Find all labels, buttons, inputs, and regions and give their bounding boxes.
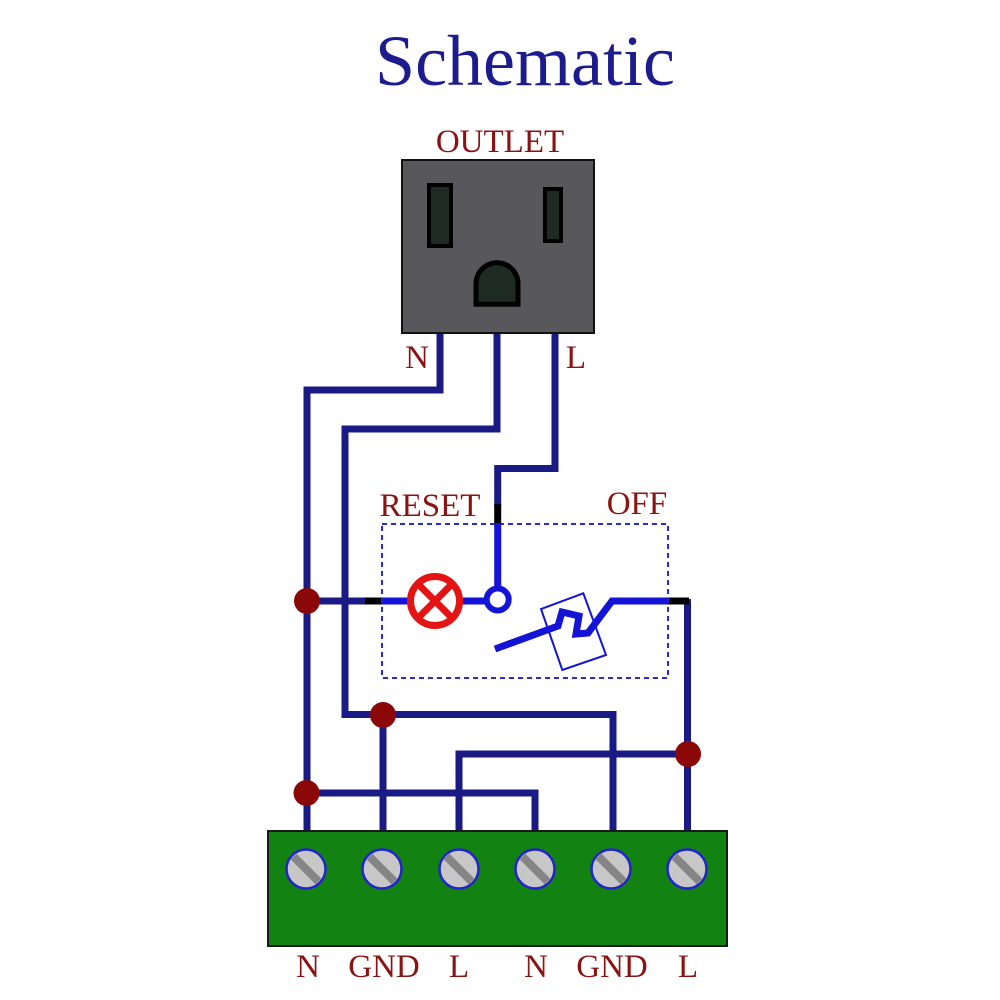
- breaker-mechanism-rect: [539, 592, 608, 672]
- terminal-label-gnd1: GND: [348, 949, 420, 985]
- outlet-pin-n-label: N: [405, 340, 429, 376]
- outlet-neutral-slot: [427, 183, 453, 248]
- terminal-label-l1: L: [449, 949, 469, 985]
- screw-slot-3: [443, 853, 475, 885]
- junction-dot-neutral-lamp: [294, 588, 320, 614]
- junction-dot-live-bus: [675, 741, 701, 767]
- outlet-pin-l-label: L: [566, 340, 586, 376]
- screw-slot-4: [519, 853, 551, 885]
- terminal-label-gnd2: GND: [576, 949, 648, 985]
- switch-contact-circle: [483, 585, 512, 614]
- live-wire-outlet-to-box: [494, 331, 559, 506]
- screw-slot-2: [366, 853, 398, 885]
- junction-dot-ground: [370, 702, 396, 728]
- page-title: Schematic: [375, 21, 675, 101]
- terminal-label-n1: N: [296, 949, 320, 985]
- terminal-label-l2: L: [678, 949, 698, 985]
- terminal-block: [267, 830, 728, 947]
- terminal-label-n2: N: [524, 949, 548, 985]
- terminal-screws: [285, 848, 708, 890]
- neutral-bus-wire: [306, 789, 539, 834]
- outlet-label: OUTLET: [436, 124, 564, 160]
- screw-slot-5: [595, 853, 627, 885]
- ground-wire-outlet-to-bottom: [341, 331, 617, 834]
- junction-dot-neutral-bus: [293, 780, 320, 806]
- switch-blade: [493, 597, 668, 653]
- lamp-x-stroke-2: [415, 581, 455, 621]
- outlet-live-slot: [543, 187, 563, 243]
- live-bus-wire: [455, 750, 688, 834]
- reset-label: RESET: [380, 488, 481, 524]
- screw-slot-1: [290, 853, 322, 885]
- off-label: OFF: [607, 486, 668, 522]
- screw-slot-6: [671, 853, 703, 885]
- outlet-ground-hole: [473, 260, 521, 307]
